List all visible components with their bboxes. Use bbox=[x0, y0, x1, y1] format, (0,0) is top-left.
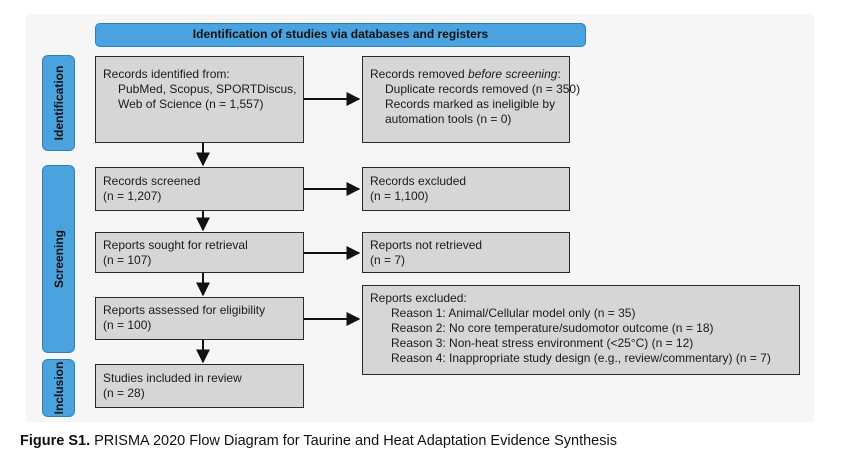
records-identified-title: Records identified from: bbox=[103, 67, 230, 81]
ineligible-records-line2: automation tools (n = 0) bbox=[385, 112, 512, 126]
records-excluded-count: (n = 1,100) bbox=[370, 189, 429, 203]
reports-sought-box: Reports sought for retrieval (n = 107) bbox=[95, 232, 304, 273]
phase-screening: Screening bbox=[42, 165, 75, 353]
studies-included-title: Studies included in review bbox=[103, 371, 242, 385]
header-identification-bar: Identification of studies via databases … bbox=[95, 23, 586, 47]
figure-caption-text: PRISMA 2020 Flow Diagram for Taurine and… bbox=[90, 433, 617, 449]
exclusion-reason-2: Reason 2: No core temperature/sudomotor … bbox=[391, 321, 714, 335]
reports-excluded-box: Reports excluded: Reason 1: Animal/Cellu… bbox=[362, 285, 800, 375]
records-removed-title-suffix: : bbox=[557, 67, 561, 81]
reports-sought-count: (n = 107) bbox=[103, 253, 152, 267]
duplicate-records-removed: Duplicate records removed (n = 350) bbox=[385, 82, 581, 96]
reports-not-retrieved-title: Reports not retrieved bbox=[370, 238, 483, 252]
exclusion-reason-4: Reason 4: Inappropriate study design (e.… bbox=[391, 351, 771, 365]
exclusion-reason-3: Reason 3: Non-heat stress environment (<… bbox=[391, 336, 694, 350]
reports-excluded-title: Reports excluded: bbox=[370, 291, 467, 305]
reports-not-retrieved-count: (n = 7) bbox=[370, 253, 406, 267]
records-excluded-title: Records excluded bbox=[370, 174, 467, 188]
reports-assessed-count: (n = 100) bbox=[103, 318, 152, 332]
figure-caption: Figure S1. PRISMA 2020 Flow Diagram for … bbox=[20, 433, 617, 449]
figure-caption-label: Figure S1. bbox=[20, 433, 91, 449]
records-removed-title-italic: before screening bbox=[468, 67, 558, 81]
records-identified-box: Records identified from: PubMed, Scopus,… bbox=[95, 56, 304, 143]
records-screened-box: Records screened (n = 1,207) bbox=[95, 167, 304, 211]
records-removed-title-prefix: Records removed bbox=[370, 67, 469, 81]
studies-included-count: (n = 28) bbox=[103, 386, 145, 400]
records-removed-title: Records removed before screening: bbox=[370, 67, 562, 82]
header-title: Identification of studies via databases … bbox=[192, 27, 489, 41]
records-screened-title: Records screened bbox=[103, 174, 201, 188]
ineligible-records-line1: Records marked as ineligible by bbox=[385, 97, 556, 111]
reports-assessed-box: Reports assessed for eligibility (n = 10… bbox=[95, 297, 304, 340]
records-identified-count: Web of Science (n = 1,557) bbox=[118, 97, 264, 111]
records-identified-sources: PubMed, Scopus, SPORTDiscus, bbox=[118, 82, 297, 96]
reports-assessed-title: Reports assessed for eligibility bbox=[103, 303, 266, 317]
records-screened-count: (n = 1,207) bbox=[103, 189, 162, 203]
records-excluded-box: Records excluded (n = 1,100) bbox=[362, 167, 570, 211]
phase-inclusion: Inclusion bbox=[42, 359, 75, 417]
reports-sought-title: Reports sought for retrieval bbox=[103, 238, 248, 252]
exclusion-reason-1: Reason 1: Animal/Cellular model only (n … bbox=[391, 306, 636, 320]
records-removed-box: Records removed before screening: Duplic… bbox=[362, 56, 581, 143]
studies-included-box: Studies included in review (n = 28) bbox=[95, 364, 304, 408]
reports-not-retrieved-box: Reports not retrieved (n = 7) bbox=[362, 232, 570, 273]
phase-identification: Identification bbox=[42, 55, 75, 151]
